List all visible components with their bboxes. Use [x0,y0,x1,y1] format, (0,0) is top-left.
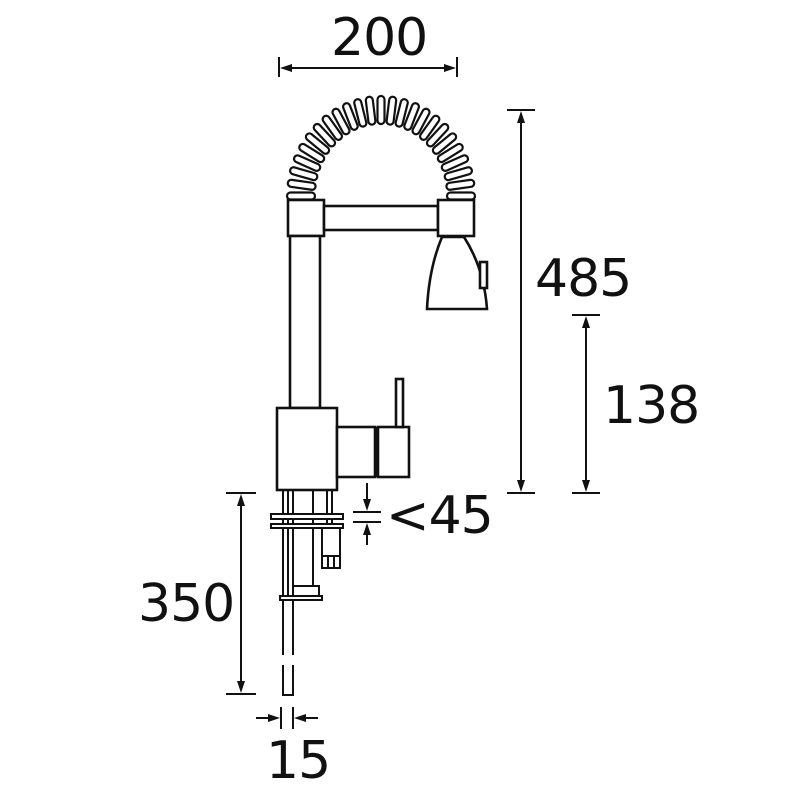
spout-head-block [436,198,476,238]
lever-handle [394,377,405,429]
spray-head [425,235,489,311]
tail-pipe [282,600,294,696]
dimension-label-138: 138 [603,376,700,436]
dimension-label-200: 200 [331,8,428,68]
dimension-label-15: 15 [266,731,331,791]
dimension-485-line [507,109,535,494]
spring-coil [285,94,477,201]
spray-button [478,260,489,290]
dimension-label-350: 350 [138,574,235,634]
dimension-label-45: <45 [386,486,494,546]
dimension-label-485: 485 [535,249,632,309]
dimension-15-line [256,707,318,729]
dimension-350-line [226,492,256,695]
vertical-column [288,234,322,410]
dimension-200-line [278,57,458,77]
fixing-kit [270,490,344,601]
mixer-body [275,406,339,492]
lever-housing-left [335,425,377,479]
dimension-45-line [353,483,381,545]
dimension-138-line [572,314,600,494]
column-head-block [286,198,326,238]
lever-housing-right [376,425,411,479]
horizontal-spout-arm [322,204,440,232]
